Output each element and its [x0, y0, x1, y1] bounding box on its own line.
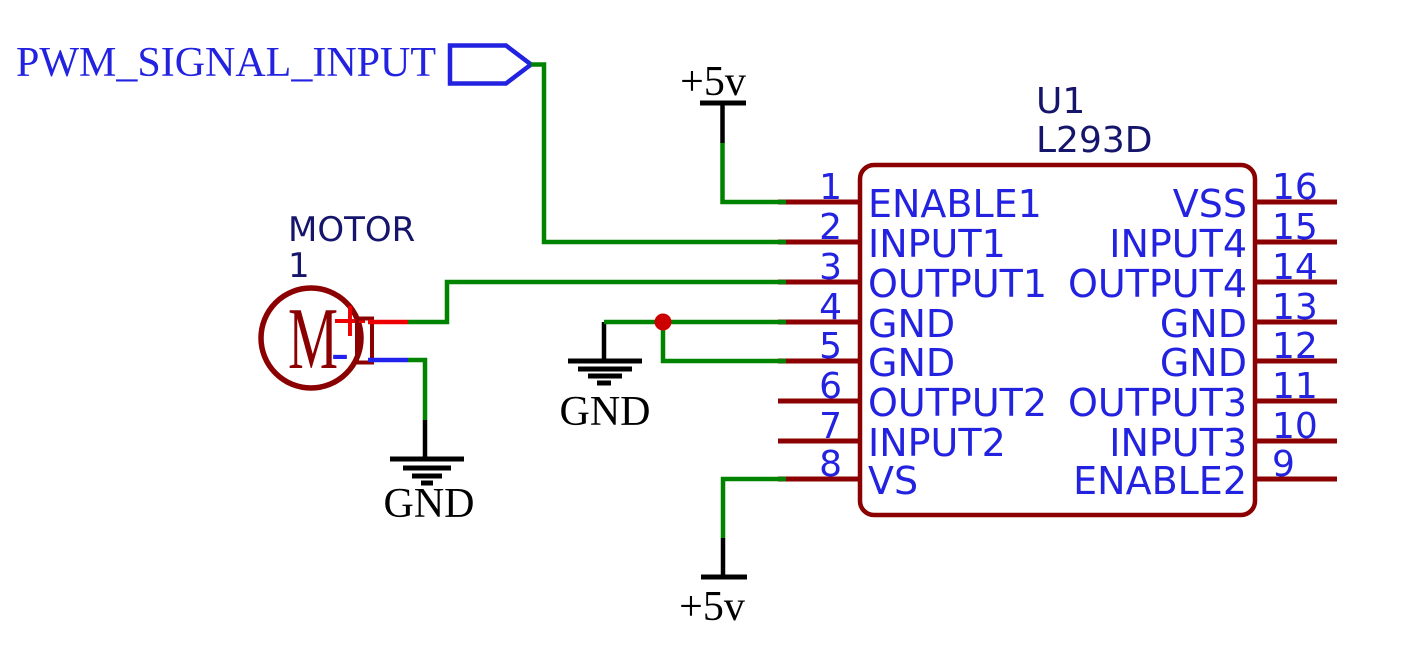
wire-junction-dot[interactable] — [654, 313, 672, 331]
pin-number-11: 11 — [1272, 366, 1318, 407]
motor-letter: M — [288, 289, 338, 387]
pin-label-output2: OUTPUT2 — [868, 381, 1047, 425]
pin-number-9: 9 — [1272, 444, 1295, 485]
pin-number-10: 10 — [1272, 406, 1318, 447]
pin-number-15: 15 — [1272, 207, 1318, 248]
pin-label-vss: VSS — [1173, 182, 1247, 226]
power-symbol-5v-bottom[interactable]: +5v — [679, 538, 747, 630]
power-5v-bottom-label: +5v — [679, 584, 745, 630]
pin-number-7: 7 — [819, 406, 842, 447]
pin-label-output3: OUTPUT3 — [1068, 381, 1247, 425]
pin-number-12: 12 — [1272, 326, 1318, 367]
pin-label-gnd12: GND — [1160, 341, 1247, 385]
pin-number-1: 1 — [819, 167, 842, 208]
pin-label-input1: INPUT1 — [868, 222, 1006, 266]
pin-label-input4: INPUT4 — [1109, 222, 1247, 266]
power-symbol-5v-top[interactable]: +5v — [680, 59, 746, 143]
pin-label-vs: VS — [868, 459, 918, 503]
pin-label-gnd4: GND — [868, 302, 955, 346]
wire-ground-to-gnd5[interactable] — [660, 322, 786, 364]
motor-refdes: MOTOR — [288, 210, 415, 250]
pin-number-13: 13 — [1272, 287, 1318, 328]
ground-symbol-motor[interactable]: GND — [384, 420, 475, 527]
pin-label-output4: OUTPUT4 — [1068, 262, 1247, 306]
pin-label-input3: INPUT3 — [1109, 421, 1247, 465]
wire-5v-to-vs[interactable] — [720, 476, 786, 538]
power-5v-top-label: +5v — [680, 59, 746, 105]
ground-motor-label: GND — [384, 481, 475, 527]
wire-5v-to-enable1[interactable] — [720, 143, 787, 205]
motor-number: 1 — [288, 246, 310, 286]
pin-number-6: 6 — [819, 366, 842, 407]
motor-terminal-bracket — [355, 316, 374, 365]
pin-label-output1: OUTPUT1 — [868, 262, 1047, 306]
pin-label-gnd13: GND — [1160, 302, 1247, 346]
ic-body[interactable] — [857, 162, 1258, 518]
pin-number-3: 3 — [819, 247, 842, 288]
ground-mid-label: GND — [560, 389, 651, 435]
ic-u1-l293d[interactable]: U1 L293D 1 2 3 4 5 6 7 8 16 15 14 13 — [778, 81, 1337, 518]
pin-label-gnd5: GND — [868, 341, 955, 385]
pin-label-enable2: ENABLE2 — [1073, 459, 1247, 503]
pin-number-2: 2 — [819, 207, 842, 248]
ground-symbol-mid[interactable]: GND — [560, 322, 651, 435]
wire-pwm-to-input1[interactable] — [531, 62, 786, 245]
wire-motor-to-output1[interactable] — [408, 279, 786, 325]
motor-symbol[interactable]: MOTOR 1 M + - — [258, 210, 415, 391]
pin-label-input2: INPUT2 — [868, 421, 1006, 465]
motor-minus-icon: - — [331, 324, 350, 384]
pin-number-16: 16 — [1272, 167, 1318, 208]
ic-part-number: L293D — [1036, 120, 1153, 161]
pwm-net-flag[interactable] — [447, 43, 535, 86]
motor-body-circle[interactable] — [258, 285, 364, 391]
pin-number-5: 5 — [819, 326, 842, 367]
wire-motor-to-ground[interactable] — [408, 357, 428, 420]
pin-number-14: 14 — [1272, 247, 1318, 288]
pin-label-enable1: ENABLE1 — [868, 182, 1042, 226]
ic-refdes: U1 — [1036, 81, 1085, 122]
pin-number-8: 8 — [819, 444, 842, 485]
pin-number-4: 4 — [819, 287, 842, 328]
pwm-net-label: PWM_SIGNAL_INPUT — [16, 40, 436, 86]
